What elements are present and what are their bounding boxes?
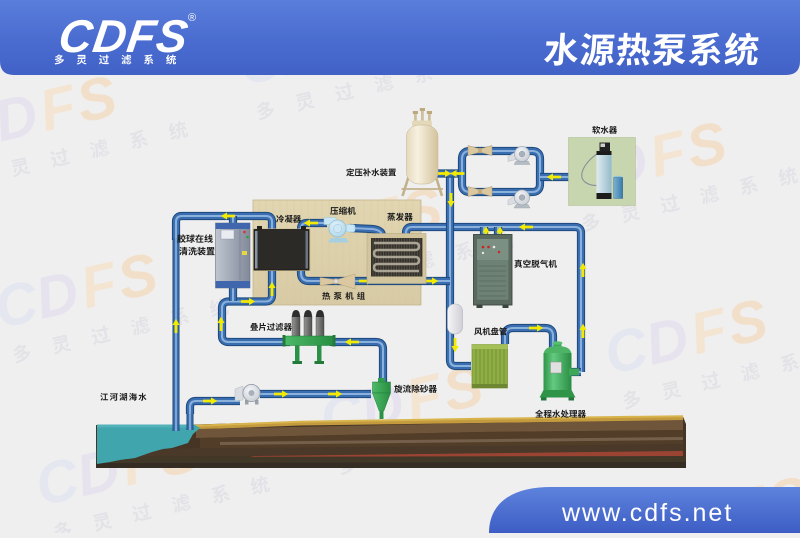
svg-text:www.cdfs.net: www.cdfs.net bbox=[561, 499, 733, 527]
svg-text:®: ® bbox=[188, 12, 196, 24]
svg-text:CDFS: CDFS bbox=[56, 10, 192, 62]
